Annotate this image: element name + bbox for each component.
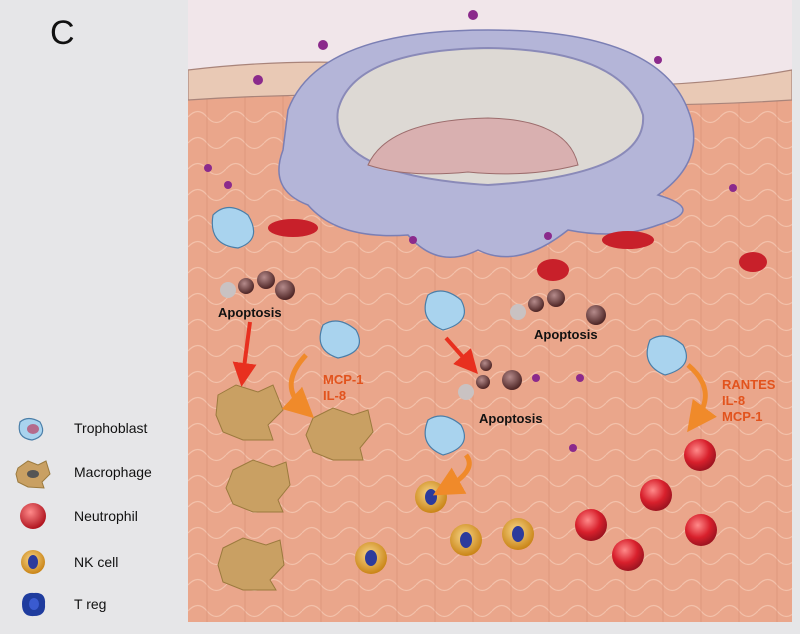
trophoblast-icon: [18, 417, 44, 441]
legend-label: Neutrophil: [74, 508, 138, 524]
legend-item-t-reg: T reg: [14, 588, 189, 622]
panel-letter: C: [50, 14, 75, 52]
nk-cell-icon: [21, 550, 45, 574]
cytokine-group-2: RANTES IL-8 MCP-1: [722, 377, 775, 425]
cytokine-label: RANTES: [722, 377, 776, 392]
blood-vessel: [268, 219, 318, 237]
t-reg-icon: [22, 592, 46, 617]
apoptosis-label-2: Apoptosis: [534, 327, 598, 342]
apoptosis-label-1: Apoptosis: [218, 305, 282, 320]
macrophage: [215, 384, 374, 591]
apoptotic-bodies: [220, 271, 606, 400]
legend-item-macrophage: Macrophage: [14, 456, 189, 490]
legend-label: NK cell: [74, 554, 119, 570]
neutrophil: [575, 439, 717, 571]
decidua-scene: [188, 0, 792, 622]
blood-vessel: [739, 252, 767, 272]
apoptosis-arrows: [232, 321, 478, 387]
cytokine-label: IL-8: [323, 388, 347, 403]
cytokine-label: IL-8: [722, 393, 746, 408]
cytokine-label: MCP-1: [323, 372, 364, 387]
recruitment-arrows: [281, 353, 717, 496]
legend-label: T reg: [74, 596, 107, 612]
neutrophil-icon: [20, 503, 46, 529]
legend-item-trophoblast: Trophoblast: [14, 412, 189, 446]
implanting-embryo: [278, 29, 695, 258]
blood-vessel: [537, 259, 569, 281]
trophoblast: [211, 206, 687, 456]
macrophage-icon: [15, 460, 51, 489]
legend-item-neutrophil: Neutrophil: [14, 500, 189, 534]
blood-vessel: [602, 231, 654, 249]
cytokine-group-1: MCP-1 IL-8: [323, 372, 363, 404]
legend-label: Trophoblast: [74, 420, 148, 436]
apoptosis-label-3: Apoptosis: [479, 411, 543, 426]
chemokine-particles: [204, 10, 737, 452]
cytokine-label: MCP-1: [722, 409, 763, 424]
legend-label: Macrophage: [74, 464, 152, 480]
legend-item-nk-cell: NK cell: [14, 546, 189, 580]
